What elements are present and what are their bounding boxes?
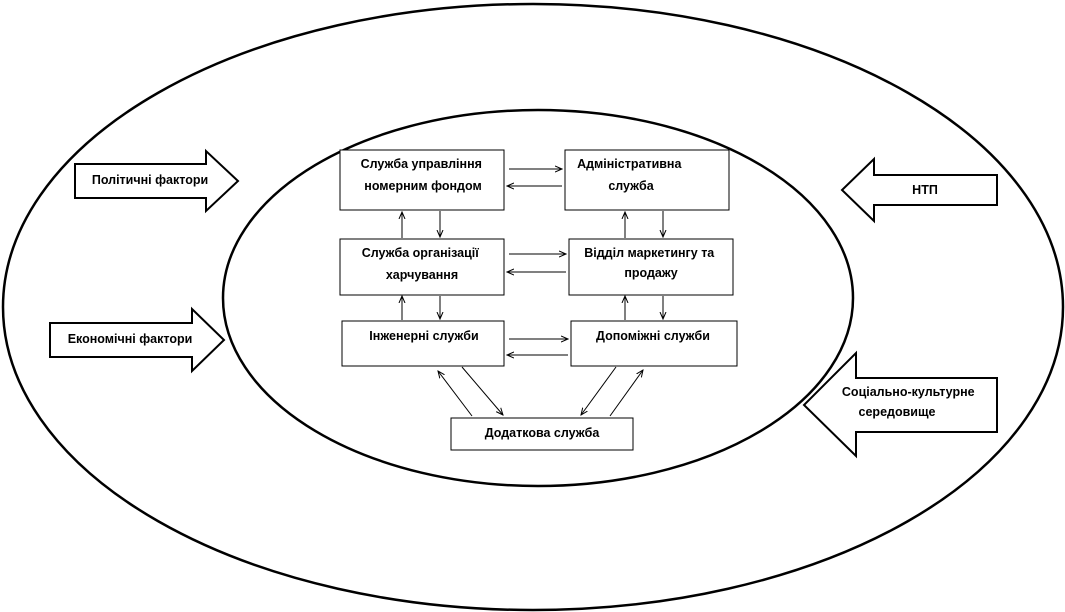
box-catering <box>339 238 505 296</box>
arrow-engineering-to-additional <box>461 366 503 415</box>
label-marketing: Відділ маркетингу та продажу <box>584 246 718 280</box>
box-admin <box>564 149 730 211</box>
economic-factors-arrow <box>49 306 226 374</box>
arrow-additional-to-auxiliary <box>609 370 643 417</box>
ntp-arrow <box>840 156 998 224</box>
inner-environment-ellipse <box>221 108 855 488</box>
arrow-auxiliary-to-additional <box>581 366 617 415</box>
arrow-additional-to-engineering <box>438 371 473 417</box>
box-marketing <box>568 238 734 296</box>
box-additional <box>450 417 634 451</box>
political-factors-arrow <box>74 148 240 214</box>
box-engineering <box>341 320 505 367</box>
label-auxiliary: Допоміжні служби <box>596 329 710 343</box>
label-economic-factors: Економічні фактори <box>68 332 193 346</box>
label-engineering: Інженерні служби <box>369 329 478 343</box>
sociocultural-arrow <box>802 350 998 459</box>
label-political-factors: Політичні фактори <box>92 173 208 187</box>
label-admin: Адміністративна служба <box>577 157 685 193</box>
label-ntp: НТП <box>912 183 938 197</box>
box-auxiliary <box>570 320 738 367</box>
label-sociocultural: Соціально-культурне середовище <box>842 385 978 419</box>
label-room-stock: Служба управління номерним фондом <box>361 157 486 193</box>
label-catering: Служба організації харчування <box>362 246 483 282</box>
label-additional: Додаткова служба <box>485 426 601 440</box>
box-room-stock <box>339 149 505 211</box>
